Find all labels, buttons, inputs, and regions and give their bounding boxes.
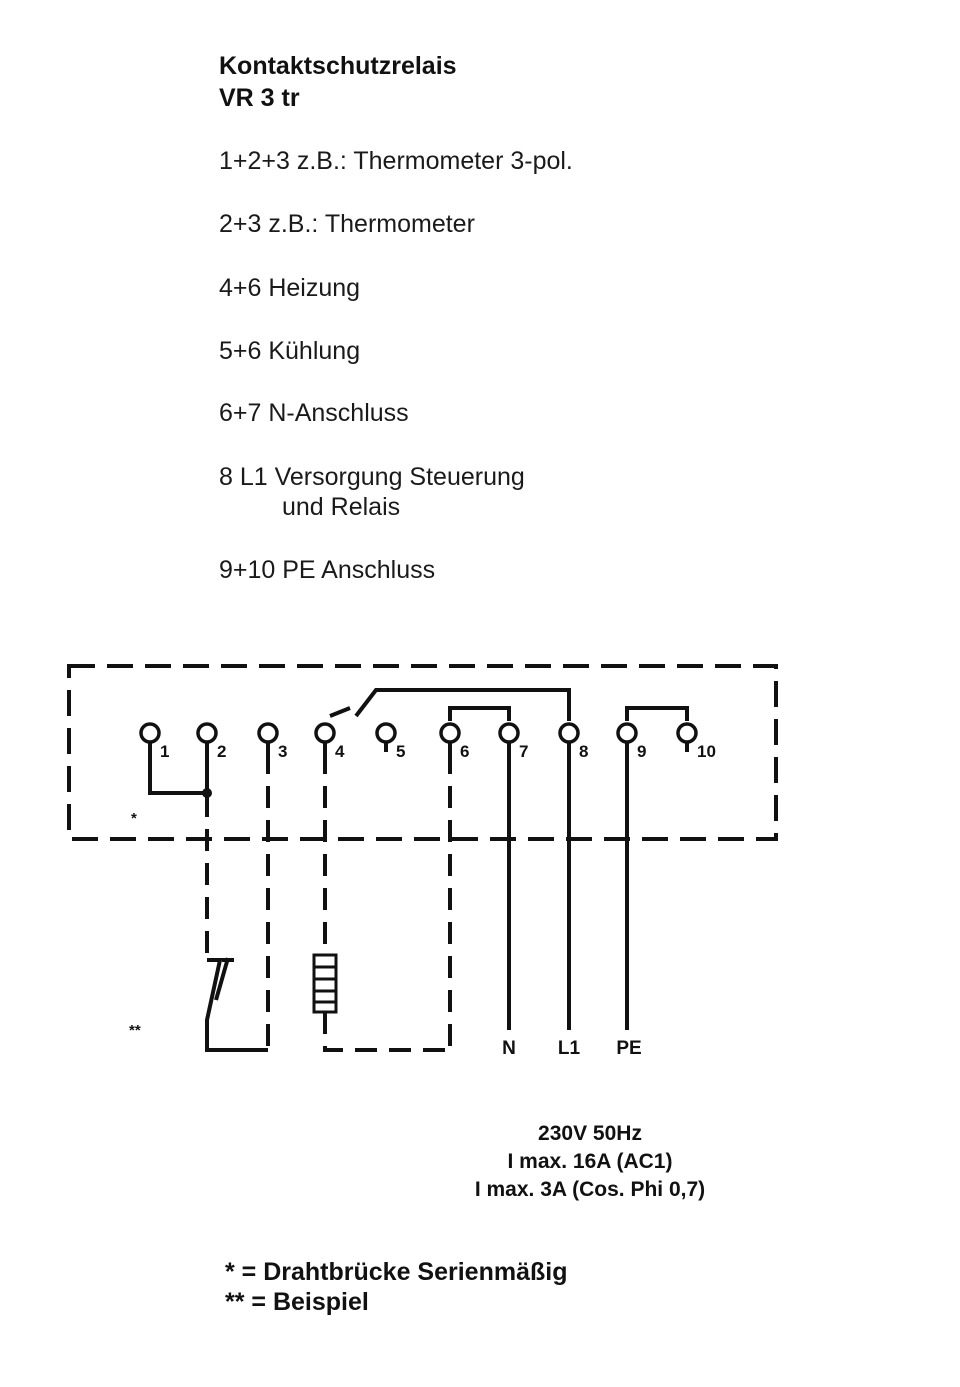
terminal-label-10: 10 — [697, 742, 716, 761]
terminal-8-screw-icon — [558, 722, 580, 744]
supply-label-pe: PE — [616, 1038, 641, 1059]
model-name: VR 3 tr — [219, 84, 300, 112]
supply-label-l1: L1 — [558, 1038, 581, 1059]
link-6-7 — [448, 706, 511, 721]
terminal-4-screw-icon — [314, 722, 336, 744]
example-marker: ** — [129, 1022, 141, 1039]
spec-current-cos-phi: I max. 3A (Cos. Phi 0,7) — [474, 1178, 706, 1201]
legend-item-4-6: 4+6 Heizung — [219, 274, 361, 302]
title: Kontaktschutzrelais — [219, 52, 457, 80]
terminal-6-screw-icon — [439, 722, 461, 744]
legend-item-1-2-3: 1+2+3 z.B.: Thermometer 3-pol. — [219, 147, 573, 175]
terminal-label-5: 5 — [396, 742, 405, 761]
junction-dot — [202, 788, 212, 798]
terminal-3-screw-icon — [257, 722, 279, 744]
legend-item-6-7: 6+7 N-Anschluss — [219, 399, 409, 427]
terminal-9-screw-icon — [616, 722, 638, 744]
terminal-label-1: 1 — [160, 742, 169, 761]
wiring-diagram: 1 2 3 4 5 6 7 8 9 10 * ** N L1 PE — [67, 664, 778, 1059]
footnote-wire-bridge: * = Drahtbrücke Serienmäßig — [225, 1258, 568, 1286]
terminal-label-2: 2 — [217, 742, 226, 761]
wire-bridge-1-2 — [148, 742, 207, 795]
terminal-label-3: 3 — [278, 742, 287, 761]
terminal-label-6: 6 — [460, 742, 469, 761]
terminal-1-screw-icon — [139, 722, 161, 744]
spec-voltage: 230V 50Hz — [538, 1122, 642, 1145]
supply-label-n: N — [502, 1038, 516, 1059]
relay-switch-line — [354, 688, 571, 721]
spec-current-ac1: I max. 16A (AC1) — [507, 1150, 673, 1173]
heater-return-wire — [323, 1012, 450, 1052]
terminal-label-9: 9 — [637, 742, 646, 761]
legend-item-5-6: 5+6 Kühlung — [219, 337, 361, 365]
link-9-10 — [625, 706, 689, 721]
legend-item-9-10: 9+10 PE Anschluss — [219, 556, 436, 584]
legend-item-8: 8 L1 Versorgung Steuerung — [219, 463, 525, 491]
terminal-7-screw-icon — [498, 722, 520, 744]
terminal-label-8: 8 — [579, 742, 588, 761]
footnote-example: ** = Beispiel — [225, 1288, 369, 1316]
heater-element — [312, 953, 338, 1014]
relay-switch-contact — [329, 706, 351, 718]
thermostat-switch — [205, 958, 268, 1052]
terminal-10-screw-icon — [676, 722, 698, 744]
terminal-label-7: 7 — [519, 742, 528, 761]
legend-item-2-3: 2+3 z.B.: Thermometer — [219, 210, 475, 238]
bridge-marker: * — [131, 810, 137, 827]
terminal-5-screw-icon — [375, 722, 397, 744]
terminal-2-screw-icon — [196, 722, 218, 744]
legend-item-8-continued: und Relais — [282, 493, 401, 521]
terminal-label-4: 4 — [335, 742, 345, 761]
relay-housing — [67, 664, 778, 841]
